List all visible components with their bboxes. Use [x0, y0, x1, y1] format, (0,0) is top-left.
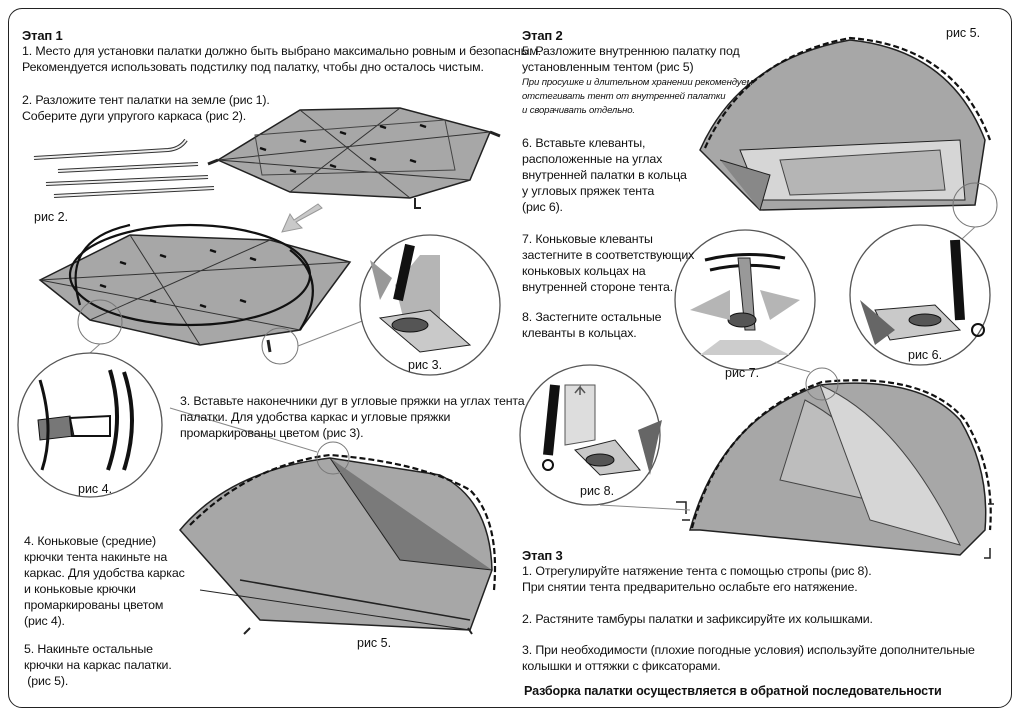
caption-fig5-left: рис 5. [357, 636, 392, 650]
disassembly-footer: Разборка палатки осуществляется в обратн… [524, 684, 942, 698]
stage2-step7-line2: застегните в соответствующих [522, 248, 695, 262]
down-arrow-icon [281, 203, 323, 233]
stage1-step3-line3: промаркированы цветом (рис 3). [180, 426, 364, 440]
stage1-step4-line5: промаркированы цветом [24, 598, 164, 612]
stage2-step6-line4: у угловых пряжек тента [522, 184, 655, 198]
caption-fig4: рис 4. [78, 482, 113, 496]
stage2-step7-line4: внутренней стороне тента. [522, 280, 673, 294]
stage1-step5-line2: крючки на каркас палатки. [24, 658, 172, 672]
stage3-step2: 2. Растяните тамбуры палатки и зафиксиру… [522, 612, 873, 626]
stage1-step1-line2: Рекомендуется использовать подстилку под… [22, 60, 484, 74]
stage2-step5-line2: установленным тентом (рис 5) [522, 60, 694, 74]
stage1-step4-line3: каркас. Для удобства каркас [24, 566, 185, 580]
stage1-step2-line1: 2. Разложите тент палатки на земле (рис … [22, 93, 270, 107]
stage1-step5-line1: 5. Накиньте остальные [24, 642, 153, 656]
stage2-note-line3: и сворачивать отдельно. [522, 105, 635, 116]
fig8-detail [519, 364, 662, 506]
tent-fig5-right-illustration [699, 36, 998, 251]
caption-fig8: рис 8. [580, 484, 615, 498]
stage1-step5-line3: (рис 5). [24, 674, 69, 688]
stage3-step3-line2: колышки и оттяжки с фиксаторами. [522, 659, 721, 673]
stage1-step4-line6: (рис 4). [24, 614, 65, 628]
stage2-step6-line5: (рис 6). [522, 200, 563, 214]
stage2-step8-line1: 8. Застегните остальные [522, 310, 662, 324]
stage1-step4-line1: 4. Коньковые (средние) [24, 534, 156, 548]
page-frame [8, 8, 1012, 708]
stage2-step6-line1: 6. Вставьте клеванты, [522, 136, 646, 150]
stage1-heading: Этап 1 [22, 28, 63, 43]
stage1-step4-line4: и коньковые крючки [24, 582, 136, 596]
stage3-step1-line1: 1. Отрегулируйте натяжение тента с помощ… [522, 564, 872, 578]
stage3-heading: Этап 3 [522, 548, 563, 563]
stage1-step2-line2: Соберите дуги упругого каркаса (рис 2). [22, 109, 247, 123]
stage2-step8-line2: клеванты в кольцах. [522, 326, 637, 340]
tent-right-bottom-illustration [676, 361, 994, 559]
stage1-step1-line1: 1. Место для установки палатки должно бы… [22, 44, 542, 58]
stage2-step6-line3: внутренней палатки в кольца [522, 168, 687, 182]
caption-fig5-right: рис 5. [946, 26, 981, 40]
fig3-detail [359, 234, 501, 376]
stage1-step3-line2: палатки. Для удобства каркас и угловые п… [180, 410, 451, 424]
fig4-detail [17, 352, 163, 498]
stage1-step3-line1: 3. Вставьте наконечники дуг в угловые пр… [180, 394, 525, 408]
stage2-step6-line2: расположенные на углах [522, 152, 663, 166]
stage3-step1-line2: При снятии тента предварительно ослабьте… [522, 580, 858, 594]
stage3-step3-line1: 3. При необходимости (плохие погодные ус… [522, 643, 975, 657]
caption-fig3: рис 3. [408, 358, 443, 372]
stage2-step7-line3: коньковых кольцах на [522, 264, 646, 278]
stage2-note-line2: отстегивать тент от внутренней палатки [522, 91, 726, 102]
stage2-heading: Этап 2 [522, 28, 563, 43]
stage1-step4-line2: крючки тента накиньте на [24, 550, 168, 564]
fig7-detail [674, 229, 816, 371]
stage2-note-line1: При просушке и длительном хранении реком… [522, 77, 753, 88]
flat-tent-illustration [207, 107, 501, 209]
tent-with-poles-illustration [38, 223, 352, 365]
caption-fig7: рис 7. [725, 366, 760, 380]
stage2-step5-line1: 5. Разложите внутреннюю палатку под [522, 44, 740, 58]
tent-fig5-left-illustration [169, 407, 497, 635]
fig6-detail [849, 224, 991, 366]
caption-fig6: рис 6. [908, 348, 943, 362]
caption-fig2: рис 2. [34, 210, 69, 224]
poles-illustration [33, 138, 215, 198]
stage2-step7-line1: 7. Коньковые клеванты [522, 232, 653, 246]
